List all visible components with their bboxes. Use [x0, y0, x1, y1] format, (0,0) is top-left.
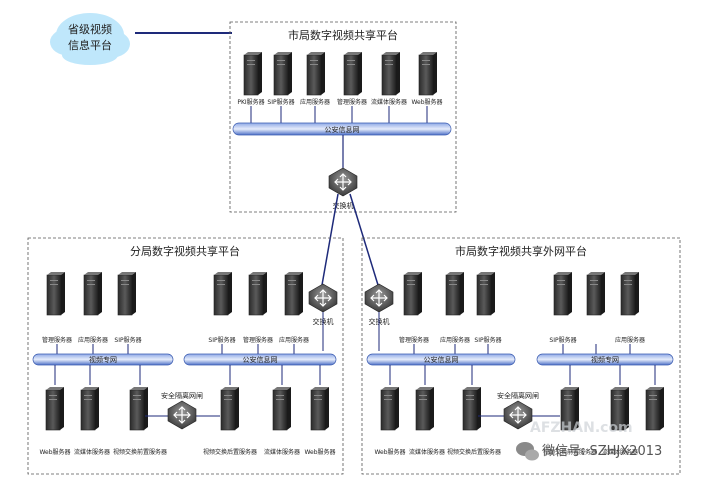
left-bus-left-label: 视频专网 — [89, 355, 117, 364]
server-icon — [415, 386, 435, 431]
server-label: SIP服务器 — [267, 98, 294, 106]
server-icon — [117, 271, 137, 316]
watermark-text: 微信号: SZHJX2013 — [542, 444, 662, 459]
server-label: 管理服务器 — [42, 336, 72, 344]
server-label: PKI服务器 — [237, 98, 264, 106]
top-platform-title: 市局数字视频共享平台 — [288, 28, 398, 42]
right-bus-right-label: 视频专网 — [591, 355, 619, 364]
server-icon — [213, 271, 233, 316]
cloud-label-line2: 信息平台 — [68, 38, 112, 52]
server-label: 管理服务器 — [399, 336, 429, 344]
server-icon — [273, 51, 293, 96]
server-label: 流媒体服务器 — [264, 448, 300, 456]
server-label: 应用服务器 — [615, 336, 645, 344]
server-label: 视频交换前置服务器 — [543, 448, 597, 456]
server-label: 流媒体服务器 — [409, 448, 445, 456]
left-police-bus — [183, 353, 337, 366]
server-label: 应用服务器 — [300, 98, 330, 106]
right-police-bus — [366, 353, 516, 366]
server-icon — [445, 271, 465, 316]
server-icon — [462, 386, 482, 431]
left-platform-title: 分局数字视频共享平台 — [130, 244, 240, 258]
top-bus-label: 公安信息网 — [325, 125, 360, 134]
watermark-faint: AFZHAN.com — [530, 420, 633, 436]
server-icon — [45, 386, 65, 431]
gateway-icon — [503, 400, 533, 430]
server-label: SIP服务器 — [474, 336, 501, 344]
server-icon — [46, 271, 66, 316]
server-icon — [310, 386, 330, 431]
left-platform-box — [27, 237, 344, 475]
server-icon — [476, 271, 496, 316]
server-label: Web服务器 — [374, 448, 405, 456]
left-bus-right-label: 公安信息网 — [243, 355, 278, 364]
server-label: 应用服务器 — [279, 336, 309, 344]
server-icon — [284, 271, 304, 316]
server-icon — [248, 271, 268, 316]
left-gateway-label: 安全隔离网闸 — [161, 391, 203, 400]
right-bottom-left-servers — [380, 386, 482, 431]
server-label: SIP服务器 — [114, 336, 141, 344]
cloud-label-line1: 省级视频 — [68, 22, 112, 36]
server-icon — [403, 271, 423, 316]
server-icon — [243, 51, 263, 96]
server-icon — [220, 386, 240, 431]
server-icon — [620, 271, 640, 316]
server-label: 流媒体服务器 — [74, 448, 110, 456]
server-label: Web服务器 — [304, 448, 335, 456]
top-network-bus — [232, 122, 452, 136]
server-icon — [586, 271, 606, 316]
right-bus-left-label: 公安信息网 — [424, 355, 459, 364]
wechat-icon — [516, 442, 539, 461]
left-video-bus — [32, 353, 174, 366]
gateway-icon — [167, 400, 197, 430]
server-icon — [343, 51, 363, 96]
top-switch-label: 交换机 — [333, 201, 354, 210]
left-bottom-right-servers — [220, 386, 330, 431]
server-icon — [272, 386, 292, 431]
right-platform-title: 市局数字视频共享外网平台 — [455, 244, 587, 258]
switch-icon — [308, 283, 338, 313]
server-label: Web服务器 — [39, 448, 70, 456]
top-platform-box — [229, 21, 457, 213]
left-bottom-left-servers — [45, 386, 149, 431]
server-label: 视频交换后置服务器 — [447, 448, 501, 456]
server-icon — [83, 271, 103, 316]
server-label: 管理服务器 — [243, 336, 273, 344]
right-platform-box — [361, 237, 681, 475]
top-server-group — [243, 51, 438, 96]
server-label: Web服务器 — [411, 98, 442, 106]
server-label: 流媒体服务器 — [602, 448, 638, 456]
server-label: 应用服务器 — [440, 336, 470, 344]
right-video-bus — [536, 353, 674, 366]
server-icon — [418, 51, 438, 96]
server-label: 视频交换后置服务器 — [203, 448, 257, 456]
server-icon — [380, 386, 400, 431]
left-top-left-servers — [46, 271, 137, 316]
server-icon — [553, 271, 573, 316]
server-label: SIP服务器 — [549, 336, 576, 344]
switch-icon — [364, 283, 394, 313]
server-icon — [306, 51, 326, 96]
server-icon — [129, 386, 149, 431]
cloud-shape — [50, 13, 130, 65]
server-icon — [80, 386, 100, 431]
right-top-right-servers — [553, 271, 640, 316]
left-top-right-servers — [213, 271, 304, 316]
server-icon — [381, 51, 401, 96]
server-icon — [645, 386, 665, 431]
right-top-left-servers — [403, 271, 496, 316]
server-label: 视频交换前置服务器 — [113, 448, 167, 456]
server-label: 应用服务器 — [78, 336, 108, 344]
server-label: 管理服务器 — [337, 98, 367, 106]
server-label: SIP服务器 — [208, 336, 235, 344]
switch-icon — [328, 167, 358, 197]
right-gateway-label: 安全隔离网闸 — [497, 391, 539, 400]
server-label: 流媒体服务器 — [371, 98, 407, 106]
